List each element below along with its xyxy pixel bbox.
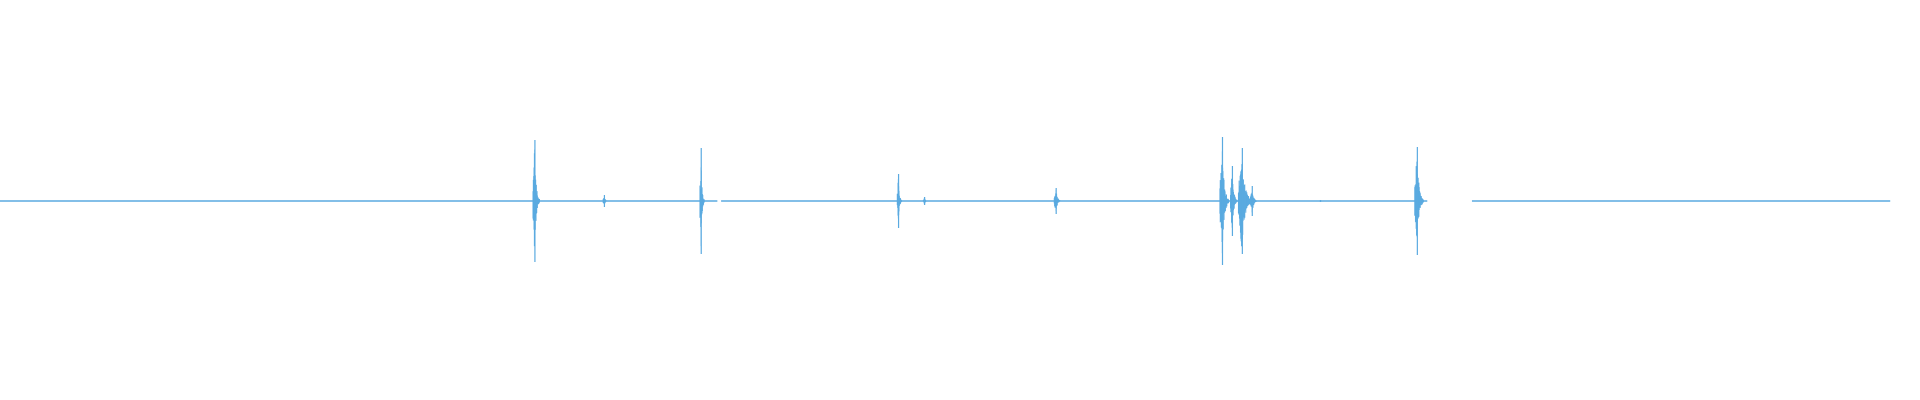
waveform-burst-8 (1237, 148, 1253, 254)
waveform-burst-9 (1249, 186, 1258, 216)
waveform-burst-1 (602, 195, 608, 207)
waveform-burst-11 (1414, 147, 1424, 255)
waveform-burst-10 (1318, 200, 1325, 202)
waveform-burst-4 (922, 197, 929, 205)
waveform-burst-3 (896, 174, 903, 228)
waveform-burst-2 (699, 148, 705, 254)
waveform-burst-7 (1229, 166, 1238, 236)
waveform-burst-5 (1053, 188, 1062, 214)
waveform-burst-0 (532, 140, 540, 262)
waveform-burst-6 (1219, 137, 1230, 265)
